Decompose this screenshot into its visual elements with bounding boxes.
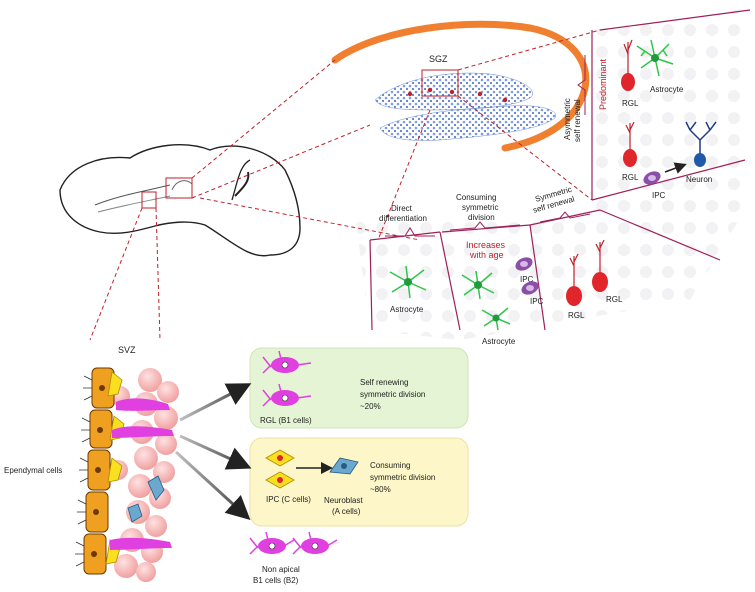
ipc-cell-icon xyxy=(515,257,533,271)
fate-arrows xyxy=(174,383,252,521)
ipc-label-mid: IPC xyxy=(652,191,666,200)
ependymal-label: Ependymal cells xyxy=(4,466,62,475)
ependymal-cell-layer xyxy=(83,367,115,575)
mode-direct-line2: differentiation xyxy=(379,214,427,223)
mode-asymmetric-line1: Asymmetric xyxy=(563,98,572,140)
sgz-panel xyxy=(355,8,750,340)
differentiation-arrow xyxy=(664,162,687,174)
svz-niche: SVZ xyxy=(4,345,179,582)
rgl-cell-icon xyxy=(623,121,637,167)
neuron-icon xyxy=(685,121,717,167)
rgl-cell-icon xyxy=(621,39,635,91)
predominant-label: Predominant xyxy=(598,58,608,110)
neuroblast-icon xyxy=(329,457,359,475)
mode-consuming-line1: Consuming xyxy=(456,193,496,202)
mode-direct-line1: Direct xyxy=(391,204,413,213)
mode-direct: Direct differentiation xyxy=(379,204,427,223)
with-age-label: with age xyxy=(469,250,504,260)
sgz-compartments xyxy=(369,9,751,331)
rgl-label-sym-2: RGL xyxy=(606,295,623,304)
mode-consuming-line3: division xyxy=(468,213,495,222)
rgl-cell-icon xyxy=(592,239,608,292)
neuroblast-label: Neuroblast xyxy=(324,496,363,505)
neuron-label: Neuron xyxy=(686,175,712,184)
hippocampus: SGZ xyxy=(331,20,590,152)
ipc-desc-line1: Consuming xyxy=(370,461,410,470)
ipc-cell-icon xyxy=(643,171,661,185)
sgz-title: SGZ xyxy=(429,54,448,64)
ipc-desc-line3: ~80% xyxy=(370,485,391,494)
svz-title: SVZ xyxy=(118,345,136,355)
astrocyte-icon xyxy=(481,307,511,331)
increases-label: Increases xyxy=(466,240,506,250)
b1-cell-icon xyxy=(262,383,312,407)
rgl-label-top: RGL xyxy=(622,99,639,108)
b2-label-line2: B1 cells (B2) xyxy=(253,576,299,585)
b1-cell-icon xyxy=(262,350,312,374)
astrocyte-icon xyxy=(636,39,674,77)
b2-label-line1: Non apical xyxy=(262,565,300,574)
rgl-desc-line1: Self renewing xyxy=(360,378,408,387)
svz-neuroblasts xyxy=(127,475,165,523)
rgl-label-mid: RGL xyxy=(622,173,639,182)
ipc-c-label: IPC (C cells) xyxy=(266,495,311,504)
outcome-ipc-box: IPC (C cells) Neuroblast (A cells) Consu… xyxy=(249,437,469,527)
ipc-desc-line2: symmetric division xyxy=(370,473,435,482)
ipc-cell-icon xyxy=(521,281,539,295)
sgz-cells: Astrocyte RGL RGL IPC Neuron xyxy=(389,39,717,346)
rgl-desc-line3: ~20% xyxy=(360,402,381,411)
outcome-rgl-box: RGL (B1 cells) Self renewing symmetric d… xyxy=(249,347,469,429)
b2-cell-icon xyxy=(249,531,295,555)
projection-lines xyxy=(89,29,601,341)
rgl-desc-line2: symmetric division xyxy=(360,390,425,399)
rgl-b1-label: RGL (B1 cells) xyxy=(260,416,312,425)
svz-b1-cells xyxy=(110,398,174,550)
mode-asymmetric-line2: self renewal xyxy=(573,99,582,142)
mode-symmetric: Symmetric self renewal xyxy=(532,185,576,215)
cilia xyxy=(75,375,93,567)
rgl-cell-icon xyxy=(566,253,582,306)
b2-cell-icon xyxy=(292,531,338,555)
astrocyte-label-consuming: Astrocyte xyxy=(482,337,516,346)
ipc-c-cell-icon xyxy=(265,471,295,489)
mode-consuming-line2: symmetric xyxy=(462,203,498,212)
astrocyte-icon xyxy=(389,265,427,299)
astrocyte-icon xyxy=(461,270,495,300)
astrocyte-label-top: Astrocyte xyxy=(650,85,684,94)
a-cells-label: (A cells) xyxy=(332,507,361,516)
mode-consuming: Consuming symmetric division Increases w… xyxy=(456,193,506,260)
ipc-label-consuming-1: IPC xyxy=(520,275,534,284)
mode-asymmetric: Asymmetric self renewal xyxy=(563,98,582,142)
ipc-c-cell-icon xyxy=(265,449,295,467)
rgl-label-sym-1: RGL xyxy=(568,311,585,320)
ipc-label-consuming-2: IPC xyxy=(530,297,544,306)
astrocyte-label-direct: Astrocyte xyxy=(390,305,424,314)
outcome-b2: Non apical B1 cells (B2) xyxy=(249,531,338,585)
brain-outline xyxy=(59,144,301,257)
